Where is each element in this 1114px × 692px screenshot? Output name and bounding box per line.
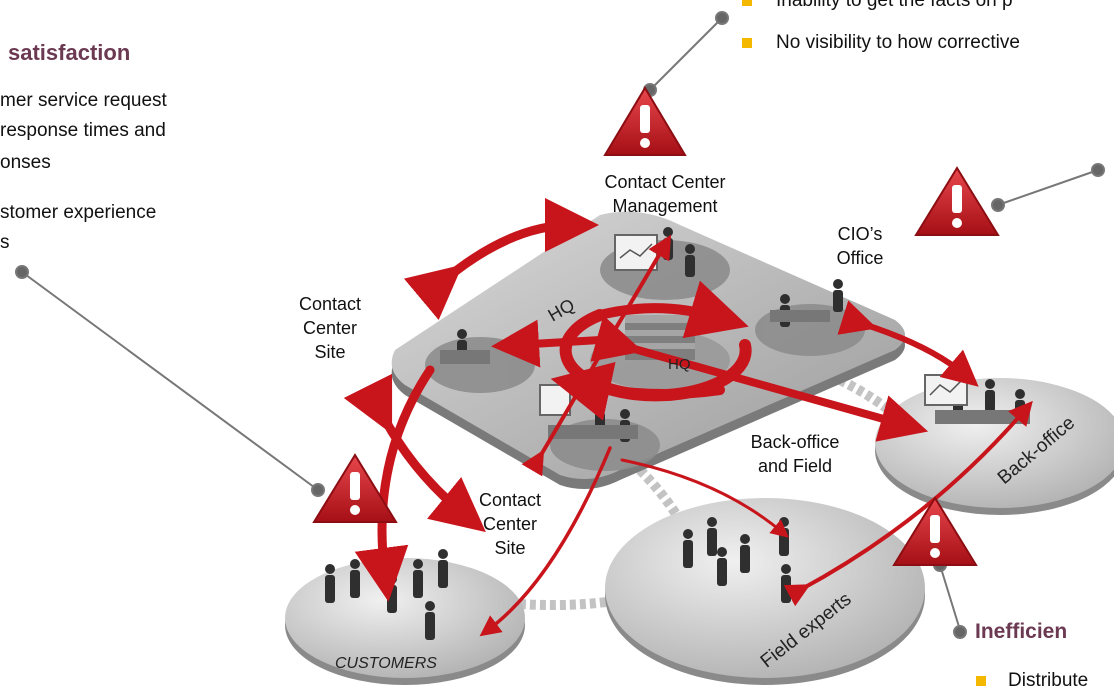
warning-icon-bottom [892, 496, 978, 566]
satisfaction-line-4: stomer experience [0, 202, 157, 223]
satisfaction-heading: satisfaction [8, 40, 131, 65]
bullet-icon [742, 0, 752, 6]
cio-office-label: CIO’s Office [836, 224, 884, 268]
bullet-icon [742, 37, 752, 48]
inefficiency-heading: Inefficien [975, 620, 1068, 643]
hq-center-label: HQ [668, 356, 691, 373]
top-issue-line-1: Inability to get the facts on p [742, 0, 1013, 12]
satisfaction-line-2: response times and [0, 120, 166, 141]
satisfaction-line-5: s [0, 232, 10, 253]
contact-center-site-left-label: Contact Center Site [298, 294, 362, 362]
back-office-field-label: Back-office and Field [750, 432, 840, 476]
flow-arrows [343, 198, 1033, 637]
inefficiency-line-1: Distribute [976, 670, 1088, 692]
contact-center-management-label: Contact Center Management [604, 172, 726, 216]
warning-icon-left [312, 453, 398, 523]
contact-center-site-bottom-label: Contact Center Site [478, 490, 542, 558]
warning-icon-right [914, 166, 1000, 236]
warning-icon-top [603, 86, 687, 156]
bullet-icon [976, 675, 986, 686]
top-issue-line-2: No visibility to how corrective [742, 32, 1020, 54]
satisfaction-line-1: mer service request [0, 90, 167, 111]
customers-disk-label: CUSTOMERS [335, 655, 437, 672]
satisfaction-line-3: onses [0, 152, 51, 173]
